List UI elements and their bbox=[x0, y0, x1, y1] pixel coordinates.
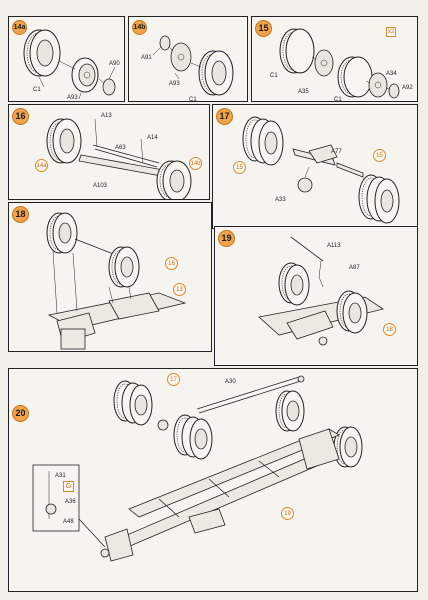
step-17-badge: 17 bbox=[216, 108, 233, 125]
part-label-a36: A36 bbox=[65, 499, 76, 505]
ref-step-13: 13 bbox=[173, 283, 186, 296]
part-label-a33: A33 bbox=[275, 197, 286, 203]
rear-axle-to-chassis-drawing bbox=[258, 236, 384, 346]
part-label-a31: A31 bbox=[55, 473, 66, 479]
part-label-a14: A14 bbox=[147, 135, 158, 141]
part-label-a30: A30 bbox=[225, 379, 236, 385]
ref-step-15: 15 bbox=[373, 149, 386, 162]
part-label-a48: A48 bbox=[63, 519, 74, 525]
ref-step-16: 16 bbox=[165, 257, 178, 270]
subassembly-g-label: G bbox=[63, 481, 74, 492]
part-label-a13: A13 bbox=[101, 113, 112, 119]
front-axle-assembly-drawing bbox=[46, 118, 192, 199]
panel-step-14a: 14a C1 A93 A90 bbox=[8, 16, 125, 102]
part-label-a77: A77 bbox=[331, 149, 342, 155]
ref-step-14b: 14b bbox=[189, 157, 202, 170]
step-16-badge: 16 bbox=[12, 108, 29, 125]
ref-step-18: 18 bbox=[383, 323, 396, 336]
panel-step-20: 20 17 A30 A31 G A36 A48 19 bbox=[8, 368, 418, 592]
twin-wheel-assembly-15-drawing bbox=[279, 28, 400, 99]
step-14b-badge: 14b bbox=[132, 20, 147, 35]
panel-step-15: 15 x2 C1 A35 C1 A34 A92 bbox=[251, 16, 418, 102]
step-19-badge: 19 bbox=[218, 230, 235, 247]
wheel-assembly-14a-drawing bbox=[23, 29, 116, 100]
step-18-badge: 18 bbox=[12, 206, 29, 223]
ref-step-17: 17 bbox=[167, 373, 180, 386]
part-label-a92: A92 bbox=[402, 85, 413, 91]
panel-step-14b: 14b A91 A93 C1 bbox=[128, 16, 248, 102]
panel-step-19: 19 A113 A87 18 bbox=[214, 226, 418, 366]
final-chassis-assembly-drawing bbox=[32, 375, 363, 562]
part-label-c1: C1 bbox=[334, 97, 342, 102]
panel-step-17: 17 15 A77 A33 15 bbox=[212, 104, 418, 229]
step-14a-badge: 14a bbox=[12, 20, 27, 35]
part-label-c1: C1 bbox=[189, 97, 197, 102]
part-label-a93: A93 bbox=[67, 95, 78, 101]
part-label-a93: A93 bbox=[169, 81, 180, 87]
quantity-badge: x2 bbox=[386, 27, 397, 37]
panel-step-16: 16 A13 A14 A63 A103 14a 14b bbox=[8, 104, 210, 200]
step-15-badge: 15 bbox=[255, 20, 272, 37]
ref-step-14a: 14a bbox=[35, 159, 48, 172]
part-label-a63: A63 bbox=[115, 145, 126, 151]
ref-step-19: 19 bbox=[281, 507, 294, 520]
part-label-a91: A91 bbox=[141, 55, 152, 61]
rear-axle-assembly-drawing bbox=[242, 116, 400, 224]
wheel-assembly-14b-drawing bbox=[152, 35, 234, 96]
step-20-badge: 20 bbox=[12, 405, 29, 422]
part-label-c1: C1 bbox=[270, 73, 278, 79]
part-label-a34: A34 bbox=[386, 71, 397, 77]
part-label-a87: A87 bbox=[349, 265, 360, 271]
part-label-a103: A103 bbox=[93, 183, 108, 189]
part-label-a113: A113 bbox=[327, 243, 341, 249]
ref-step-15: 15 bbox=[233, 161, 246, 174]
panel-step-18: 18 16 13 bbox=[8, 202, 212, 352]
front-axle-to-chassis-drawing bbox=[46, 212, 187, 350]
part-label-c1: C1 bbox=[33, 87, 41, 93]
part-label-a90: A90 bbox=[109, 61, 120, 67]
part-label-a35: A35 bbox=[298, 89, 309, 95]
